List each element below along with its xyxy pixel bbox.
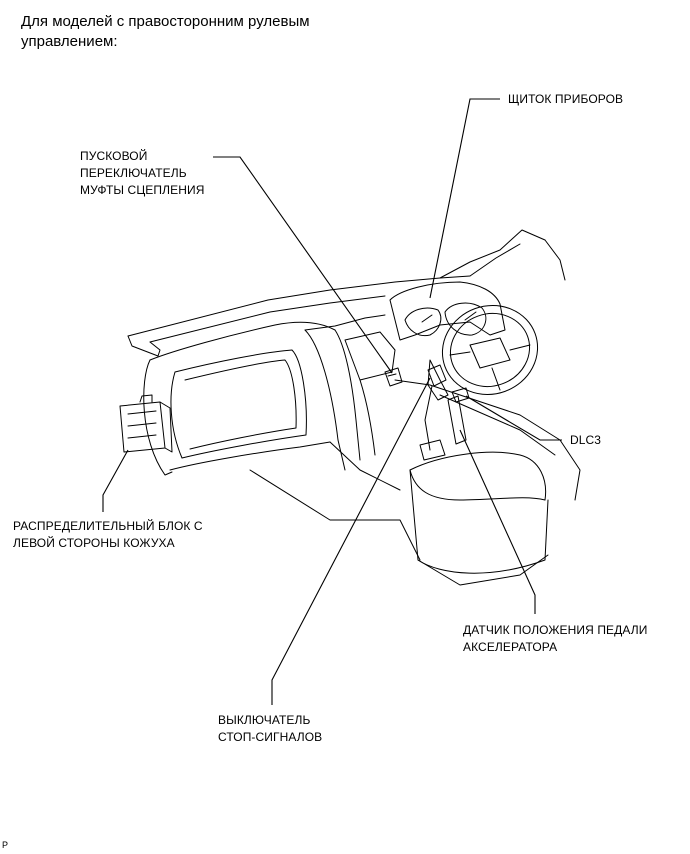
leader-dlc3: [465, 395, 562, 441]
pillar-right-inner: [469, 243, 521, 277]
junction-block-detail-3: [127, 434, 157, 439]
brake-pedal-arm: [424, 385, 433, 451]
dash-right-lower-2: [439, 394, 556, 456]
junction-block-side: [159, 401, 173, 453]
leader-stop-switch: [271, 377, 431, 705]
leader-junction-block: [102, 449, 129, 512]
label-accel-sensor: ДАТЧИК ПОЛОЖЕНИЯ ПЕДАЛИ АКСЕЛЕРАТОРА: [463, 622, 647, 656]
clutch-switch-detail: [387, 373, 397, 377]
label-junction-block-line-1: РАСПРЕДЕЛИТЕЛЬНЫЙ БЛОК С: [13, 519, 203, 533]
junction-block-detail-2: [127, 422, 157, 427]
center-stack-left: [304, 329, 346, 471]
accel-pedal: [447, 395, 467, 445]
center-stack-top: [304, 314, 386, 331]
steering-wheel-inner: [449, 313, 531, 387]
steering-spoke-r: [509, 344, 531, 351]
label-clutch-switch-line-2: ПЕРЕКЛЮЧАТЕЛЬ: [80, 166, 187, 180]
dash-left-lower: [169, 441, 331, 471]
label-accel-sensor-line-2: АКСЕЛЕРАТОРА: [463, 640, 558, 654]
heading-line-1: Для моделей с правосторонним рулевым: [21, 13, 310, 30]
junction-block-front: [119, 401, 166, 453]
center-stack-vent: [344, 331, 396, 381]
meter-needle-1: [421, 314, 433, 323]
steering-spoke-l: [449, 351, 471, 356]
label-clutch-switch-line-3: МУФТЫ СЦЕПЛЕНИЯ: [80, 183, 205, 197]
brake-switch-body: [427, 364, 447, 387]
brake-pedal-pad: [419, 439, 446, 461]
label-stop-switch: ВЫКЛЮЧАТЕЛЬ СТОП-СИГНАЛОВ: [218, 712, 322, 746]
pillar-right-2: [544, 239, 566, 281]
steering-wheel-outer: [441, 305, 539, 395]
console-side: [409, 469, 546, 501]
label-junction-block: РАСПРЕДЕЛИТЕЛЬНЫЙ БЛОК С ЛЕВОЙ СТОРОНЫ К…: [13, 518, 203, 552]
floor-edge: [329, 441, 401, 491]
label-instrument-panel: ЩИТОК ПРИБОРОВ: [508, 91, 623, 108]
meter-needle-2: [464, 311, 477, 321]
floor-left: [249, 469, 421, 561]
label-dlc3: DLC3: [570, 432, 601, 449]
meter-gauge-1: [404, 307, 442, 337]
heading-line-2: управлением:: [21, 33, 118, 50]
clutch-switch-part: [384, 367, 403, 387]
pillar-right: [439, 229, 546, 279]
steering-hub: [469, 337, 511, 369]
dash-left-face: [149, 321, 336, 361]
page-heading: Для моделей с правосторонним рулевым упр…: [21, 12, 381, 52]
console-top: [409, 451, 547, 501]
meter-gauge-2: [444, 302, 487, 336]
dash-right-lower: [394, 379, 581, 501]
label-instrument-panel-text: ЩИТОК ПРИБОРОВ: [508, 92, 624, 106]
dash-left-corner: [127, 335, 161, 357]
center-stack-right: [334, 329, 361, 461]
corner-mark: P: [2, 840, 9, 850]
leader-instrument-panel: [429, 98, 500, 299]
console-bottom: [417, 554, 549, 586]
glove-box-inner: [184, 359, 297, 450]
label-accel-sensor-line-1: ДАТЧИК ПОЛОЖЕНИЯ ПЕДАЛИ: [463, 623, 648, 637]
glove-box: [170, 349, 307, 459]
leader-clutch-switch: [213, 156, 393, 374]
label-stop-switch-line-2: СТОП-СИГНАЛОВ: [218, 730, 323, 744]
console-front: [409, 469, 549, 574]
leader-accel-sensor: [459, 429, 536, 614]
label-clutch-switch: ПУСКОВОЙ ПЕРЕКЛЮЧАТЕЛЬ МУФТЫ СЦЕПЛЕНИЯ: [80, 148, 204, 199]
label-junction-block-line-2: ЛЕВОЙ СТОРОНЫ КОЖУХА: [13, 536, 175, 550]
center-stack-lower: [359, 379, 376, 456]
steering-spoke-b: [491, 367, 501, 391]
label-dlc3-text: DLC3: [570, 433, 602, 447]
dash-top-edge: [127, 275, 471, 337]
label-clutch-switch-line-1: ПУСКОВОЙ: [80, 149, 148, 163]
dash-top-inner: [149, 295, 386, 343]
junction-block-detail-1: [127, 410, 157, 415]
junction-block-connector: [139, 394, 153, 403]
meter-hood: [389, 281, 506, 341]
dash-left-outer: [143, 359, 173, 476]
label-stop-switch-line-1: ВЫКЛЮЧАТЕЛЬ: [218, 713, 311, 727]
